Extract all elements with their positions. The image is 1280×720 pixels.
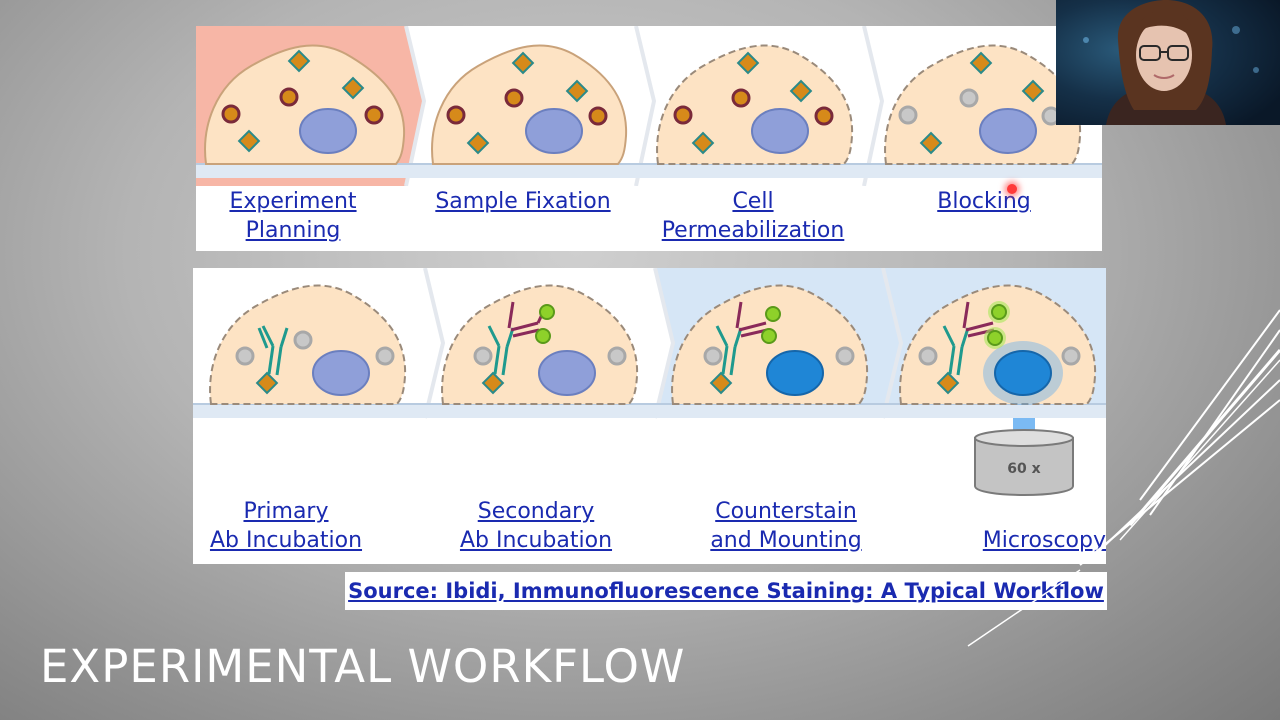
source-link[interactable]: Source: Ibidi, Immunofluorescence Staini… (348, 579, 1104, 603)
step-primary-ab-incubation[interactable]: Primary Ab Incubation (209, 499, 363, 553)
protein-icon (237, 129, 261, 153)
stained-nucleus-icon (994, 350, 1052, 396)
workflow-row2-illustration (193, 268, 1106, 496)
protein-icon (364, 105, 384, 125)
protein-icon (731, 88, 751, 108)
primary-antibody-icon (487, 325, 515, 376)
primary-antibody-icon (257, 325, 289, 376)
protein-icon (287, 49, 311, 73)
workflow-row1-illustration (196, 26, 1102, 186)
protein-icon (736, 51, 760, 75)
fluorophore-icon (761, 328, 777, 344)
protein-icon (481, 371, 505, 395)
protein-icon (789, 79, 813, 103)
nucleus-icon (979, 108, 1037, 154)
protein-icon (814, 106, 834, 126)
cell-illustration-8 (899, 284, 1097, 496)
protein-icon (279, 87, 299, 107)
decorative-lines (967, 309, 1280, 647)
workflow-panel-row1: Experiment Planning Sample Fixation Cell… (196, 26, 1102, 251)
laser-pointer-icon (1007, 184, 1017, 194)
step-cell-permeabilization[interactable]: Cell Permeabilization (661, 189, 845, 243)
step-sample-fixation[interactable]: Sample Fixation (435, 189, 611, 214)
protein-icon (565, 79, 589, 103)
protein-icon (1021, 79, 1045, 103)
step-secondary-ab-incubation[interactable]: Secondary Ab Incubation (459, 499, 613, 553)
step-blocking[interactable]: Blocking (937, 189, 1031, 214)
protein-icon (341, 76, 365, 100)
source-box: Source: Ibidi, Immunofluorescence Staini… (345, 572, 1107, 610)
slide-title: EXPERIMENTAL WORKFLOW (40, 640, 686, 693)
blocking-protein-icon (835, 346, 855, 366)
fluorophore-icon (991, 304, 1007, 320)
protein-icon (673, 105, 693, 125)
protein-icon (504, 88, 524, 108)
nucleus-icon (299, 108, 357, 154)
cell-illustration-3 (656, 44, 854, 165)
cell-illustration-4 (884, 44, 1082, 165)
cell-illustration-7 (671, 284, 869, 405)
protein-icon (511, 51, 535, 75)
protein-icon (221, 104, 241, 124)
blocking-protein-icon (375, 346, 395, 366)
protein-icon (969, 51, 993, 75)
secondary-antibody-icon (507, 301, 547, 338)
primary-antibody-icon (942, 325, 970, 376)
workflow-panel-row2: 60 x Primary Ab Incubation Secondary Ab … (193, 268, 1106, 564)
protein-icon (466, 131, 490, 155)
protein-icon (919, 131, 943, 155)
protein-icon (446, 105, 466, 125)
cell-illustration-5 (209, 284, 407, 405)
objective-lens-icon (974, 429, 1074, 496)
blocking-protein-icon (1061, 346, 1081, 366)
step-microscopy[interactable]: Microscopy (982, 528, 1106, 553)
cell-illustration-2 (431, 44, 628, 165)
blocking-protein-icon (898, 105, 918, 125)
protein-icon (936, 371, 960, 395)
protein-icon (588, 106, 608, 126)
objective-magnification: 60 x (1007, 461, 1041, 477)
step-experiment-planning[interactable]: Experiment Planning (229, 189, 357, 243)
fluorophore-icon (535, 328, 551, 344)
protein-icon (255, 371, 279, 395)
cell-illustration-1 (204, 44, 406, 165)
presenter-video-icon (1056, 0, 1280, 125)
webcam-video (1056, 0, 1280, 125)
blocking-protein-icon (235, 346, 255, 366)
nucleus-icon (538, 350, 596, 396)
secondary-antibody-icon (735, 301, 768, 338)
stained-nucleus-icon (766, 350, 824, 396)
blocking-protein-icon (918, 346, 938, 366)
primary-antibody-icon (715, 325, 743, 376)
nucleus-icon (312, 350, 370, 396)
step-counterstain-mounting[interactable]: Counterstain and Mounting (710, 499, 862, 553)
fluorophore-icon (765, 306, 781, 322)
fluorophore-icon (539, 304, 555, 320)
fluorophore-icon (987, 330, 1003, 346)
blocking-protein-icon (703, 346, 723, 366)
protein-icon (691, 131, 715, 155)
blocking-protein-icon (607, 346, 627, 366)
blocking-protein-icon (959, 88, 979, 108)
nucleus-icon (751, 108, 809, 154)
blocking-protein-icon (473, 346, 493, 366)
nucleus-icon (525, 108, 583, 154)
blocking-protein-icon (293, 330, 313, 350)
protein-icon (709, 371, 733, 395)
cell-illustration-6 (441, 284, 639, 405)
